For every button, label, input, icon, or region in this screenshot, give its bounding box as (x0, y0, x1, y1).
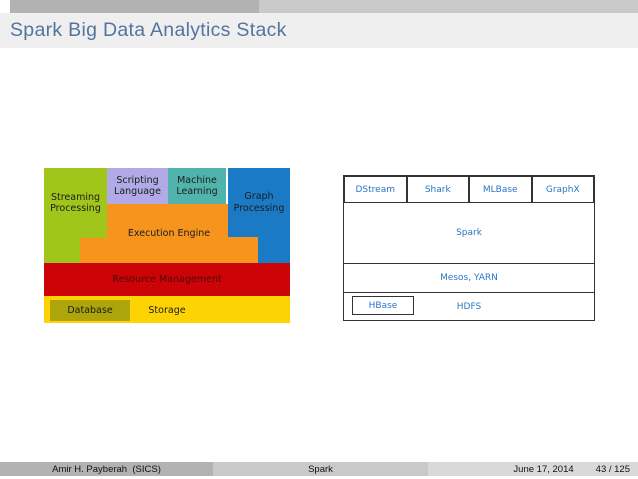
scripting-language-block: Scripting Language (107, 168, 168, 204)
footer-date-segment: June 17, 2014 43 / 125 (428, 462, 638, 476)
graph-processing-block-step (258, 237, 290, 263)
mlbase-box: MLBase (469, 176, 532, 203)
dstream-label: DStream (355, 184, 396, 195)
title-bar: Spark Big Data Analytics Stack (0, 13, 638, 48)
database-block: Database (50, 300, 130, 321)
spark-label: Spark (456, 228, 482, 238)
spark-box: Spark (344, 203, 594, 264)
footer-page-number: 43 / 125 (595, 463, 630, 475)
graphx-label: GraphX (545, 184, 580, 195)
hdfs-label: HDFS (456, 301, 482, 312)
spark-stack-diagram: DStream Shark MLBase GraphX Spark Mesos,… (343, 175, 595, 321)
streaming-processing-label: Streaming Processing (50, 191, 101, 214)
database-label: Database (67, 304, 113, 316)
footer-author: Amir H. Payberah (SICS) (52, 463, 161, 475)
shark-label: Shark (424, 184, 451, 195)
footer-date: June 17, 2014 (513, 463, 574, 475)
footer-bar: Amir H. Payberah (SICS) Spark June 17, 2… (0, 462, 638, 476)
mesos-yarn-box: Mesos, YARN (344, 264, 594, 293)
graph-processing-block: Graph Processing (228, 168, 290, 237)
header-bar-left (10, 0, 259, 13)
machine-learning-block: Machine Learning (168, 168, 226, 204)
shark-box: Shark (406, 176, 469, 203)
spark-top-row: DStream Shark MLBase GraphX (344, 176, 594, 203)
storage-label-area: Storage (130, 300, 204, 321)
analytics-stack-diagram: Execution Engine Streaming Processing Sc… (44, 168, 290, 323)
dstream-box: DStream (344, 176, 407, 203)
storage-row: HDFS HBase (344, 293, 594, 320)
graph-processing-label: Graph Processing (233, 191, 285, 214)
streaming-processing-block: Streaming Processing (44, 168, 107, 238)
machine-learning-label: Machine Learning (176, 174, 218, 197)
mesos-yarn-label: Mesos, YARN (440, 273, 498, 283)
hbase-box: HBase (352, 296, 414, 315)
mlbase-label: MLBase (482, 184, 518, 195)
hdfs-label-area: HDFS (344, 293, 594, 320)
hbase-label: HBase (368, 300, 398, 311)
streaming-processing-block-step (44, 238, 80, 263)
footer-short-title: Spark (308, 463, 333, 475)
storage-label: Storage (148, 304, 186, 316)
resource-management-block: Resource Management (44, 263, 290, 296)
footer-title-segment: Spark (213, 462, 428, 476)
header-bar-right (259, 0, 638, 13)
slide-title: Spark Big Data Analytics Stack (10, 19, 287, 41)
graphx-box: GraphX (531, 176, 594, 203)
scripting-language-label: Scripting Language (114, 174, 161, 197)
resource-management-label: Resource Management (112, 273, 222, 285)
footer-author-segment: Amir H. Payberah (SICS) (0, 462, 213, 476)
execution-engine-label: Execution Engine (127, 227, 211, 239)
header-corner-notch (0, 0, 10, 13)
